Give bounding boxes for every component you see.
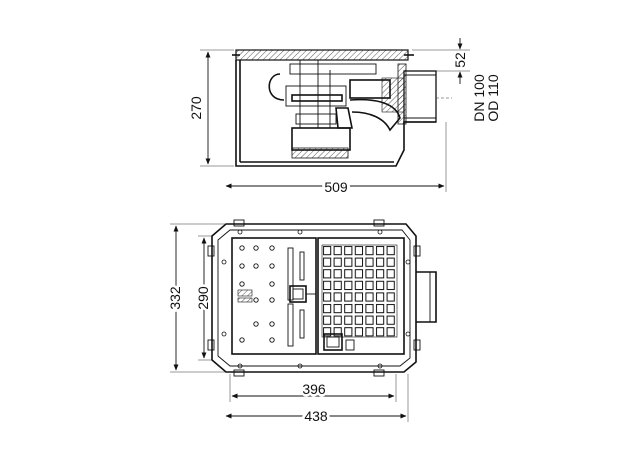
outer-frame xyxy=(211,223,417,373)
pump-assembly xyxy=(268,60,405,159)
dimension-270: 270 xyxy=(188,49,234,167)
dimension-290: 290 xyxy=(193,235,214,361)
dimension-438: 438 xyxy=(225,374,409,427)
outlet-od-label: OD 110 xyxy=(485,74,501,121)
dim-label-509: 509 xyxy=(324,179,348,195)
top-frame-hatched xyxy=(235,49,409,61)
dimension-509: 509 xyxy=(225,122,447,198)
dim-label-290: 290 xyxy=(195,286,211,310)
outlet-pipe xyxy=(403,70,437,123)
dimension-52: 52 xyxy=(412,38,470,84)
dim-label-332: 332 xyxy=(167,286,183,310)
dim-label-396: 396 xyxy=(302,381,326,397)
dim-label-438: 438 xyxy=(304,408,328,424)
drain-grate-frame xyxy=(317,237,405,355)
outlet-spec: DN 100 OD 110 xyxy=(471,74,501,122)
side-view xyxy=(232,49,452,167)
lifting-handle xyxy=(416,271,437,323)
drain-grate xyxy=(321,244,398,338)
dimension-332: 332 xyxy=(165,223,226,373)
frame-screws xyxy=(221,229,411,369)
dimension-396: 396 xyxy=(229,374,397,402)
dim-label-52: 52 xyxy=(452,52,468,68)
outlet-dn-label: DN 100 xyxy=(471,74,487,122)
dim-label-270: 270 xyxy=(188,96,204,120)
top-view xyxy=(207,219,437,377)
